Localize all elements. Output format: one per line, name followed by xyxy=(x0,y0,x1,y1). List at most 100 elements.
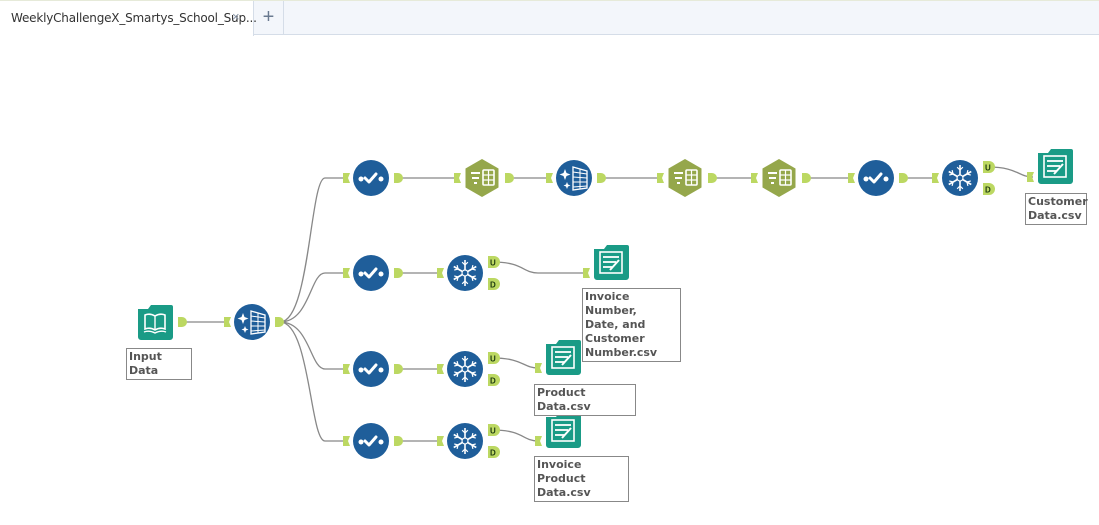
input-anchor[interactable] xyxy=(535,363,542,373)
checkmark-icon xyxy=(353,423,389,459)
add-tab-button[interactable]: + xyxy=(254,1,284,35)
output-anchor-u[interactable] xyxy=(488,424,500,436)
sparkle-table-icon xyxy=(234,304,270,340)
input-anchor[interactable] xyxy=(583,268,590,278)
input-anchor[interactable] xyxy=(437,268,444,278)
tool-text-to-columns-2[interactable] xyxy=(546,160,606,196)
tab-workflow[interactable]: WeeklyChallengeX_Smartys_School_Sup... × xyxy=(0,1,257,36)
input-anchor[interactable] xyxy=(343,436,350,446)
label-customer-data: Customer Data.csv xyxy=(1025,193,1088,225)
tool-select-1[interactable] xyxy=(343,160,403,196)
output-anchor[interactable] xyxy=(394,436,403,446)
output-anchor[interactable] xyxy=(597,173,606,183)
tool-sort-3[interactable] xyxy=(751,159,811,197)
output-anchor-d[interactable] xyxy=(488,278,500,290)
label-line: Input Data xyxy=(129,350,162,377)
output-anchor[interactable] xyxy=(394,364,403,374)
connection-wire[interactable] xyxy=(492,261,583,274)
input-anchor[interactable] xyxy=(437,364,444,374)
tool-output-customer[interactable] xyxy=(1027,149,1073,184)
anchor-label: U xyxy=(490,355,496,364)
label-product-data: Product Data.csv xyxy=(534,384,636,416)
anchor-label: U xyxy=(985,164,991,173)
checkmark-icon xyxy=(353,351,389,387)
connection-wire[interactable] xyxy=(987,166,1034,178)
anchor-label: D xyxy=(985,186,991,195)
output-anchor-u[interactable] xyxy=(983,161,995,173)
label-line: Customer xyxy=(1028,195,1088,208)
connection-wire[interactable] xyxy=(279,321,343,442)
book-icon xyxy=(138,305,173,340)
input-anchor[interactable] xyxy=(343,173,350,183)
tab-title: WeeklyChallengeX_Smartys_School_Sup... xyxy=(11,11,257,25)
document-pen-icon xyxy=(546,340,581,375)
connection-wire[interactable] xyxy=(279,321,343,370)
input-anchor[interactable] xyxy=(343,364,350,374)
output-anchor-d[interactable] xyxy=(488,446,500,458)
filter-table-icon xyxy=(465,159,499,197)
output-anchor-d[interactable] xyxy=(983,183,995,195)
output-anchor[interactable] xyxy=(394,173,403,183)
label-input-data: Input Data xyxy=(126,348,192,380)
tool-input[interactable] xyxy=(138,305,187,340)
output-anchor[interactable] xyxy=(802,173,811,183)
filter-table-icon xyxy=(668,159,702,197)
close-icon[interactable]: × xyxy=(232,9,240,24)
input-anchor[interactable] xyxy=(343,268,350,278)
connection-wire[interactable] xyxy=(279,177,343,323)
tool-output-product[interactable] xyxy=(535,340,581,375)
checkmark-icon xyxy=(353,160,389,196)
input-anchor[interactable] xyxy=(932,173,939,183)
connection-wire[interactable] xyxy=(279,272,343,323)
output-anchor-u[interactable] xyxy=(488,352,500,364)
tab-bar: WeeklyChallengeX_Smartys_School_Sup... ×… xyxy=(0,0,1099,36)
label-line: Data.csv xyxy=(1028,209,1082,222)
tool-unique-1[interactable]: UD xyxy=(932,160,995,196)
tool-select-2[interactable] xyxy=(343,255,403,291)
tool-output-invoice[interactable] xyxy=(583,245,629,280)
label-invoice-data: Invoice Number, Date, and Customer Numbe… xyxy=(582,288,681,362)
tool-text-to-columns[interactable] xyxy=(224,304,284,340)
tool-select-4[interactable] xyxy=(343,423,403,459)
tool-sort-1[interactable] xyxy=(454,159,514,197)
output-anchor[interactable] xyxy=(899,173,908,183)
snowflake-icon xyxy=(447,423,483,459)
anchor-label: U xyxy=(490,427,496,436)
input-anchor[interactable] xyxy=(1027,172,1034,182)
input-anchor[interactable] xyxy=(848,173,855,183)
anchor-label: U xyxy=(490,259,496,268)
tool-select-3[interactable] xyxy=(343,351,403,387)
document-pen-icon xyxy=(546,413,581,448)
checkmark-icon xyxy=(353,255,389,291)
output-anchor[interactable] xyxy=(178,317,187,327)
input-anchor[interactable] xyxy=(657,173,664,183)
output-anchor-u[interactable] xyxy=(488,256,500,268)
snowflake-icon xyxy=(447,255,483,291)
output-anchor[interactable] xyxy=(275,317,284,327)
document-pen-icon xyxy=(1038,149,1073,184)
filter-table-icon xyxy=(762,159,796,197)
input-anchor[interactable] xyxy=(454,173,461,183)
input-anchor[interactable] xyxy=(546,173,553,183)
tool-unique-2[interactable]: UD xyxy=(437,255,500,291)
label-invoice-product-data: Invoice Product Data.csv xyxy=(534,456,629,502)
tool-sort-2[interactable] xyxy=(657,159,717,197)
input-anchor[interactable] xyxy=(224,317,231,327)
input-anchor[interactable] xyxy=(437,436,444,446)
output-anchor[interactable] xyxy=(394,268,403,278)
tool-unique-3[interactable]: UD xyxy=(437,351,500,387)
anchor-label: D xyxy=(490,377,496,386)
output-anchor[interactable] xyxy=(708,173,717,183)
output-anchor[interactable] xyxy=(505,173,514,183)
anchor-label: D xyxy=(490,449,496,458)
label-line: Product Data.csv xyxy=(537,386,591,413)
tool-unique-4[interactable]: UD xyxy=(437,423,500,459)
tool-select-5[interactable] xyxy=(848,160,908,196)
input-anchor[interactable] xyxy=(535,436,542,446)
tool-output-invoice-product[interactable] xyxy=(535,413,581,448)
input-anchor[interactable] xyxy=(751,173,758,183)
document-pen-icon xyxy=(594,245,629,280)
output-anchor-d[interactable] xyxy=(488,374,500,386)
